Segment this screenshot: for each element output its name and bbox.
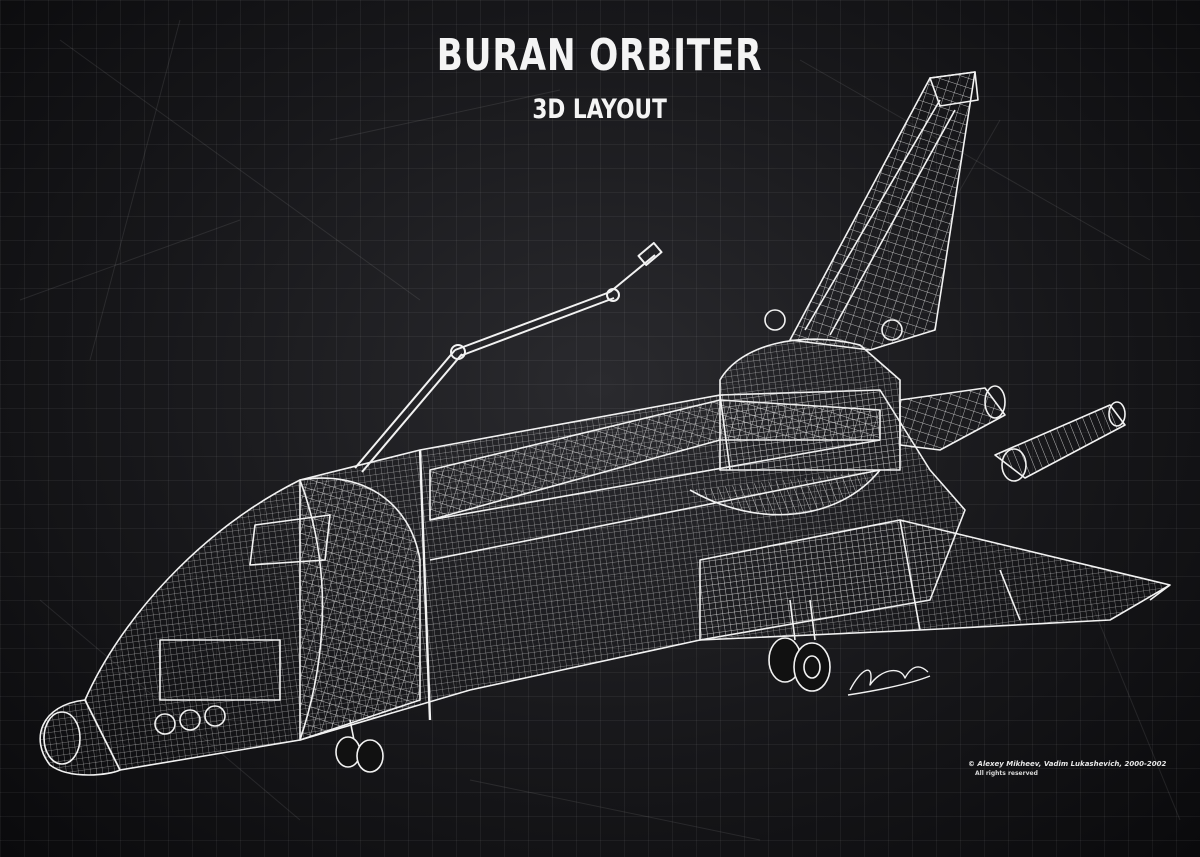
left-wing: [699, 519, 1171, 641]
poster-subtitle: 3D LAYOUT: [532, 94, 667, 125]
manipulator-arm: [354, 241, 663, 473]
tail-fin: [789, 71, 979, 351]
engine-pods: [899, 385, 1126, 482]
poster-title: BURAN ORBITER: [436, 30, 763, 81]
main-landing-gear: [768, 599, 831, 692]
rights-notice: All rights reserved: [975, 770, 1038, 777]
nose-cone: [39, 699, 121, 776]
aft-section: [719, 309, 903, 471]
artist-signature: [847, 666, 931, 696]
crew-cabin: [154, 477, 421, 741]
nose-landing-gear: [335, 719, 384, 773]
copyright-notice: © Alexey Mikheev, Vadim Lukashevich, 200…: [968, 760, 1167, 768]
